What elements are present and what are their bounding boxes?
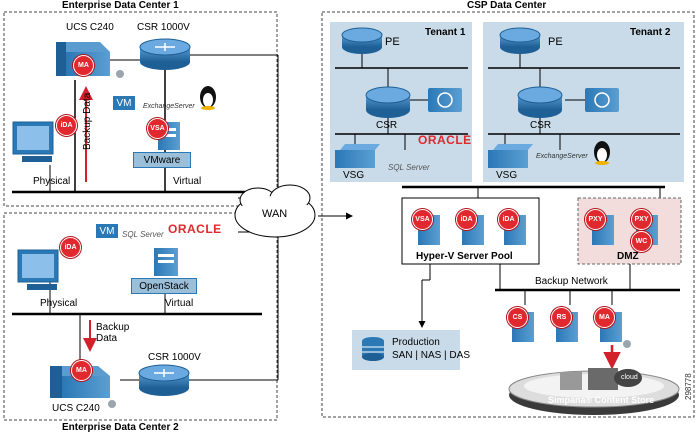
dc1-ma-badge: MA	[73, 55, 94, 76]
dc2-sql-logo: SQL Server	[122, 230, 164, 239]
tenant2-vsg-label: VSG	[496, 170, 518, 181]
tenant2-pe-router	[499, 27, 541, 54]
tenant1-oracle-logo: ORACLE	[418, 133, 472, 147]
tenant2-csr-label: CSR	[530, 120, 552, 131]
tenant1-csr-router	[365, 86, 411, 118]
dc2-oracle-logo: ORACLE	[168, 222, 222, 236]
tenant1-vsg-label: VSG	[343, 170, 365, 181]
physical-pc-dc1	[12, 121, 54, 162]
tenant1-sql-logo: SQL Server	[388, 163, 430, 172]
dc2-backup-data-label: Backup Data	[96, 322, 130, 344]
dc2-physical-label: Physical	[40, 298, 78, 309]
dc1-vmware-box: VMware	[133, 152, 191, 168]
openstack-host-server	[154, 248, 178, 276]
csr-1000v-dc2-router	[138, 364, 190, 396]
wan-label: WAN	[262, 208, 288, 220]
backup-network-label: Backup Network	[535, 276, 608, 287]
tenant1-csr-label: CSR	[376, 120, 398, 131]
ucs-c240-dc1-label: UCS C240	[66, 22, 114, 33]
hyperv-pool-label: Hyper-V Server Pool	[416, 251, 513, 262]
hyperv-badge-ida-1: iDA	[456, 209, 477, 230]
backup-badge-cs: CS	[507, 307, 528, 328]
tenant1-pe-router	[341, 27, 383, 54]
dmz-label: DMZ	[617, 251, 639, 262]
enterprise-dc1-boundary	[3, 11, 278, 207]
tenant2-csr-router	[517, 86, 563, 118]
csr-1000v-dc1-label: CSR 1000V	[137, 22, 190, 33]
tenant2-firewall-icon	[585, 88, 619, 112]
tenant2-title: Tenant 2	[630, 27, 671, 38]
physical-pc-dc2	[17, 249, 59, 290]
hyperv-servers	[418, 215, 526, 245]
tenant2-exchange-logo: ExchangeServer	[536, 153, 588, 160]
enterprise-dc1-title: Enterprise Data Center 1	[62, 0, 179, 11]
dc2-ida-badge: iDA	[60, 237, 81, 258]
figure-id: 298778	[684, 373, 693, 400]
tenant1-firewall-icon	[428, 88, 462, 112]
csp-title: CSP Data Center	[467, 0, 547, 11]
tenant1-pe-label: PE	[385, 36, 400, 48]
enterprise-dc2-boundary	[3, 212, 278, 421]
backup-badge-ma: MA	[594, 307, 615, 328]
ucs-c240-dc2-label: UCS C240	[52, 403, 100, 414]
dc1-physical-label: Physical	[33, 176, 71, 187]
linux-penguin-icon-dc1	[200, 86, 216, 110]
dc1-ida-badge: iDA	[56, 115, 77, 136]
content-store-label: Simpana® Content Store	[548, 395, 655, 405]
content-store-icon	[508, 368, 680, 415]
gear-icon	[108, 70, 631, 408]
dmz-badge-wc: WC	[631, 231, 652, 252]
csp-boundary	[321, 11, 695, 418]
hyperv-badge-vsa: VSA	[412, 209, 433, 230]
tenant1-title: Tenant 1	[425, 27, 466, 38]
tenant1-vsg-icon	[335, 144, 380, 168]
dc2-ma-badge: MA	[71, 360, 92, 381]
dc2-virtual-label: Virtual	[165, 298, 194, 309]
cloud-label: cloud	[621, 374, 638, 381]
dc2-openstack-box: OpenStack	[131, 278, 197, 294]
dc2-vm-box: VM	[96, 224, 118, 238]
dc1-vsa-badge: VSA	[147, 118, 168, 139]
csr-1000v-dc2-label: CSR 1000V	[148, 352, 201, 363]
dc1-vm-box: VM	[113, 96, 135, 110]
dmz-badge-pxy-2: PXY	[631, 209, 652, 230]
dc1-backup-data-label: Backup Data	[82, 92, 93, 150]
production-label: Production	[392, 337, 440, 348]
csr-1000v-dc1-router	[139, 38, 191, 70]
tenant2-vsg-icon	[488, 144, 533, 168]
storage-icon	[362, 337, 384, 361]
dc1-exchange-logo: ExchangeServer	[143, 103, 195, 110]
linux-penguin-icon	[594, 141, 610, 165]
backup-badge-rs: RS	[551, 307, 572, 328]
tenant2-pe-label: PE	[548, 36, 563, 48]
wan-cloud	[234, 184, 316, 238]
dc1-virtual-label: Virtual	[173, 176, 202, 187]
enterprise-dc2-title: Enterprise Data Center 2	[62, 422, 179, 433]
dmz-badge-pxy-1: PXY	[585, 209, 606, 230]
hyperv-badge-ida-2: iDA	[498, 209, 519, 230]
production-detail: SAN | NAS | DAS	[392, 350, 470, 361]
